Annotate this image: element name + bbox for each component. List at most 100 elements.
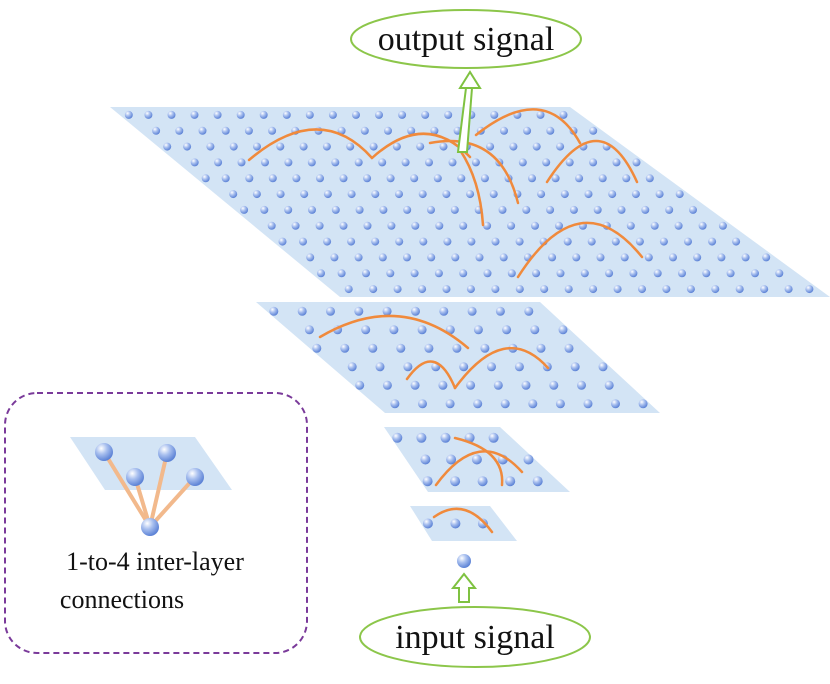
legend-link — [148, 475, 197, 529]
network-node — [439, 306, 449, 316]
network-node — [584, 190, 593, 199]
network-node — [354, 158, 363, 167]
network-node — [360, 126, 369, 135]
network-node — [434, 269, 443, 278]
network-node — [596, 253, 605, 262]
network-node — [442, 285, 451, 294]
legend-node — [126, 468, 144, 486]
network-node — [375, 110, 383, 119]
network-node — [662, 285, 671, 294]
network-node — [593, 205, 602, 214]
network-node — [530, 325, 540, 335]
network-node — [291, 221, 300, 230]
network-node — [490, 110, 499, 119]
network-node — [659, 237, 668, 246]
network-node — [379, 205, 388, 214]
network-node — [354, 253, 363, 262]
network-node — [698, 221, 707, 230]
network-node — [299, 142, 308, 151]
network-node — [446, 454, 457, 465]
network-node — [206, 142, 215, 151]
network-node — [507, 221, 516, 230]
network-node — [214, 158, 223, 167]
network-node — [532, 269, 541, 278]
network-node — [450, 205, 459, 214]
network-node — [390, 399, 400, 409]
network-node — [521, 380, 531, 390]
arc — [432, 507, 494, 534]
network-node — [347, 362, 357, 372]
network-node — [386, 174, 395, 183]
network-node — [528, 174, 536, 183]
network-node — [546, 126, 555, 135]
arc — [405, 360, 457, 390]
network-node — [268, 126, 277, 135]
network-node — [471, 158, 480, 167]
network-node — [297, 306, 307, 316]
network-node — [556, 269, 565, 278]
network-node — [331, 205, 340, 214]
network-node — [500, 126, 508, 135]
network-node — [564, 343, 574, 353]
network-node — [427, 253, 436, 262]
network-node — [299, 237, 307, 246]
layer-2-nodes — [392, 432, 543, 487]
network-node — [439, 142, 448, 151]
network-node — [378, 253, 387, 262]
network-node — [515, 285, 524, 294]
network-node — [509, 142, 518, 151]
network-node — [312, 343, 322, 353]
layer-3-connections — [318, 314, 550, 390]
network-node — [536, 110, 545, 119]
network-node — [167, 110, 176, 119]
legend-label-line2: connections — [60, 585, 184, 614]
network-node — [124, 110, 133, 119]
network-node — [587, 237, 596, 246]
arc — [318, 314, 470, 350]
network-node — [326, 306, 335, 316]
network-node — [328, 110, 337, 119]
network-node — [741, 253, 750, 262]
network-node — [500, 399, 510, 409]
network-node — [347, 190, 356, 199]
legend-label-line1: 1-to-4 inter-layer — [66, 547, 244, 576]
network-node — [569, 205, 578, 214]
output-arrow — [456, 70, 482, 153]
network-node — [410, 269, 419, 278]
network-node — [304, 325, 314, 335]
network-node — [451, 253, 460, 262]
network-node — [493, 380, 503, 390]
network-node — [555, 221, 563, 230]
network-node — [452, 343, 462, 353]
network-node — [384, 126, 392, 135]
network-node — [229, 190, 238, 199]
network-node — [604, 380, 614, 390]
network-node — [316, 174, 324, 183]
network-node — [645, 174, 654, 183]
arc — [458, 148, 485, 227]
network-node — [635, 237, 644, 246]
network-node — [355, 205, 364, 214]
network-node — [398, 110, 407, 119]
network-node — [523, 126, 532, 135]
network-node — [443, 237, 452, 246]
legend-node — [141, 518, 159, 536]
input-node — [457, 554, 471, 568]
network-node — [330, 253, 339, 262]
network-node — [524, 306, 534, 316]
network-node — [418, 190, 427, 199]
network-node — [403, 362, 413, 372]
network-node — [556, 142, 565, 151]
network-node — [575, 174, 584, 183]
network-node — [444, 110, 453, 119]
network-node — [536, 343, 546, 353]
network-node — [555, 399, 565, 409]
network-node — [577, 380, 586, 390]
network-node — [416, 142, 425, 151]
network-node — [346, 142, 355, 151]
network-node — [653, 269, 662, 278]
network-node — [570, 362, 580, 372]
network-node — [558, 325, 568, 335]
network-node — [631, 190, 640, 199]
